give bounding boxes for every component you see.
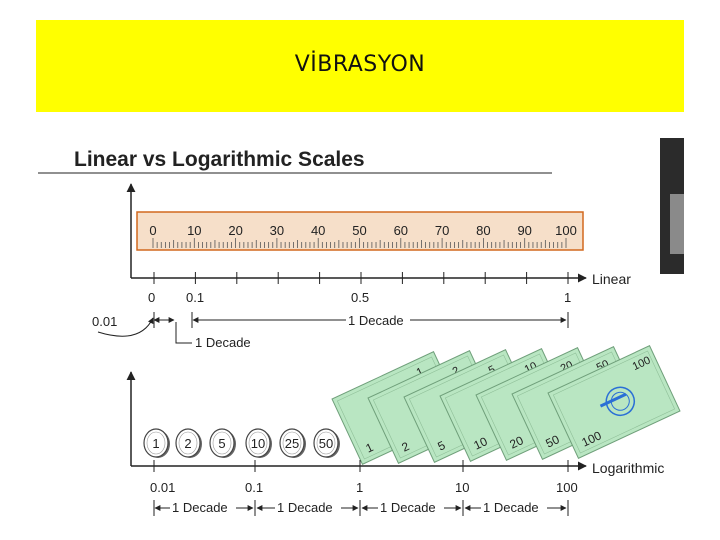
- linear-tick-1: 1: [564, 290, 571, 305]
- linear-tick-0: 0: [148, 290, 155, 305]
- small-value-note: 0.01: [92, 314, 117, 329]
- log-tick-1: 1: [356, 480, 363, 495]
- ruler-label: 90: [517, 223, 531, 238]
- coin: 1: [143, 428, 170, 458]
- ruler: [136, 211, 584, 251]
- log-axis-label: Logarithmic: [592, 460, 664, 476]
- coin-value: 10: [251, 436, 265, 451]
- title-banner: VİBRASYON: [36, 20, 684, 112]
- ruler-label: 60: [394, 223, 408, 238]
- log-decade-label: 1 Decade: [380, 500, 436, 515]
- slide-title: VİBRASYON: [294, 52, 426, 77]
- ruler-label: 40: [311, 223, 325, 238]
- decade-callout-leader: [175, 322, 192, 344]
- coin-value: 2: [184, 436, 191, 451]
- banknote-value: 20: [507, 433, 525, 451]
- ruler-label: 20: [228, 223, 242, 238]
- ruler-label: 30: [270, 223, 284, 238]
- linear-axis-label: Linear: [592, 271, 631, 287]
- linear-decade-label: 1 Decade: [348, 313, 404, 328]
- side-decoration-inner: [670, 194, 684, 254]
- log-decade-label: 1 Decade: [172, 500, 228, 515]
- banknote-value: 5: [487, 364, 498, 377]
- coin: 2: [175, 428, 202, 458]
- figure-heading: Linear vs Logarithmic Scales: [74, 148, 365, 171]
- log-tick-10: 10: [455, 480, 469, 495]
- ruler-labels: 0 10 20 30 40 50 60 70 80 90 100: [149, 223, 576, 238]
- linear-tick-0-5: 0.5: [351, 290, 369, 305]
- log-decade-label: 1 Decade: [483, 500, 539, 515]
- ruler-label: 80: [476, 223, 490, 238]
- ruler-minor-ticks: [152, 238, 567, 248]
- small-value-arrow: [97, 317, 154, 337]
- coin-value: 5: [218, 436, 225, 451]
- ruler-label: 50: [352, 223, 366, 238]
- ruler-label: 10: [187, 223, 201, 238]
- banknote-value: 50: [543, 432, 561, 450]
- coin: 5: [209, 428, 236, 458]
- ruler-label: 70: [435, 223, 449, 238]
- coin: 10: [245, 428, 272, 458]
- banknote-value: 2: [451, 365, 462, 378]
- log-tick-0-01: 0.01: [150, 480, 175, 495]
- decade-callout-label: 1 Decade: [195, 335, 251, 350]
- linear-tick-0-1: 0.1: [186, 290, 204, 305]
- ruler-label: 0: [149, 223, 156, 238]
- coin: 50: [313, 428, 340, 458]
- coin-value: 1: [152, 436, 159, 451]
- banknote-value: 1: [415, 366, 426, 379]
- log-decade-brackets: [153, 500, 569, 516]
- log-tick-100: 100: [556, 480, 578, 495]
- coin-value: 50: [319, 436, 333, 451]
- banknote-value: 10: [471, 434, 489, 452]
- ruler-label: 100: [555, 223, 577, 238]
- coin-value: 25: [285, 436, 299, 451]
- log-tick-0-1: 0.1: [245, 480, 263, 495]
- coin: 25: [279, 428, 306, 458]
- linear-axis-ticks: [153, 272, 569, 284]
- log-decade-label: 1 Decade: [277, 500, 333, 515]
